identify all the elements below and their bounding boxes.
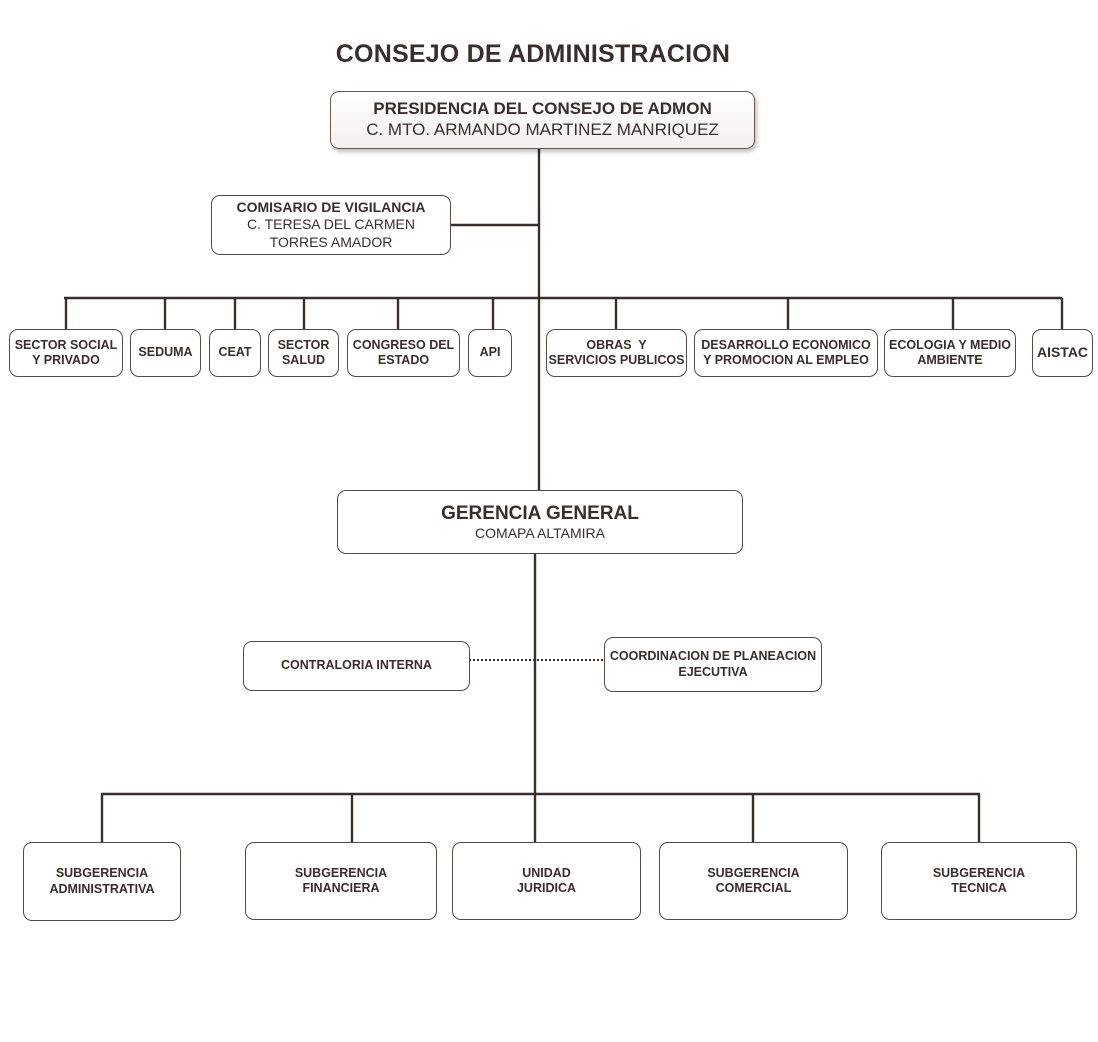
coordinacion-label: COORDINACION DE PLANEACION <box>609 649 817 664</box>
subgerencia-label: FINANCIERA <box>302 881 380 895</box>
member-label: SEDUMA <box>138 345 193 360</box>
member-label: AISTAC <box>1036 344 1089 361</box>
contraloria-interna-box: CONTRALORIA INTERNA <box>243 641 470 691</box>
subgerencia-comercial: SUBGERENCIA COMERCIAL <box>659 842 848 920</box>
member-ecologia: ECOLOGIA Y MEDIO AMBIENTE <box>884 329 1016 377</box>
member-label: SECTOR <box>277 337 330 352</box>
comisario-box: COMISARIO DE VIGILANCIA C. TERESA DEL CA… <box>211 195 451 255</box>
subgerencia-label: SUBGERENCIA <box>932 865 1026 880</box>
comisario-title: COMISARIO DE VIGILANCIA <box>236 199 426 216</box>
contraloria-label: CONTRALORIA INTERNA <box>281 658 432 673</box>
member-label: DESARROLLO ECONOMICO <box>701 337 871 352</box>
presidencia-box: PRESIDENCIA DEL CONSEJO DE ADMON C. MTO.… <box>330 91 755 149</box>
member-label: AMBIENTE <box>917 353 983 367</box>
coordinacion-label: EJECUTIVA <box>678 664 748 679</box>
subgerencia-label: SUBGERENCIA <box>294 865 388 880</box>
comisario-name-line1: C. TERESA DEL CARMEN <box>246 216 416 233</box>
chart-title: CONSEJO DE ADMINISTRACION <box>335 40 731 68</box>
member-label: SALUD <box>281 353 326 367</box>
coordinacion-planeacion-box: COORDINACION DE PLANEACION EJECUTIVA <box>604 637 822 692</box>
subgerencia-label: TECNICA <box>951 881 1007 895</box>
member-label: CEAT <box>218 345 252 360</box>
subgerencia-label: UNIDAD <box>522 865 571 880</box>
subgerencia-label: SUBGERENCIA <box>707 865 800 880</box>
unidad-juridica: UNIDAD JURIDICA <box>452 842 641 920</box>
subgerencia-label: JURIDICA <box>516 881 577 895</box>
presidencia-name: C. MTO. ARMANDO MARTINEZ MANRIQUEZ <box>366 120 719 139</box>
subgerencia-label: SUBGERENCIA <box>55 866 149 881</box>
member-label: ECOLOGIA Y MEDIO <box>889 337 1012 352</box>
member-label: CONGRESO DEL <box>352 337 455 352</box>
member-congreso: CONGRESO DEL ESTADO <box>347 329 460 377</box>
gerencia-general-box: GERENCIA GENERAL COMAPA ALTAMIRA <box>337 490 743 554</box>
member-obras: OBRAS Y SERVICIOS PUBLICOS <box>546 329 687 377</box>
member-label: ESTADO <box>377 353 430 367</box>
member-label: Y PROMOCION AL EMPLEO <box>703 353 869 367</box>
member-label: SERVICIOS PUBLICOS <box>548 353 685 367</box>
comisario-name-line2: TORRES AMADOR <box>269 233 393 250</box>
member-sector-social: SECTOR SOCIAL Y PRIVADO <box>9 329 123 377</box>
member-label: API <box>479 345 501 360</box>
member-aistac: AISTAC <box>1032 329 1093 377</box>
presidencia-title: PRESIDENCIA DEL CONSEJO DE ADMON <box>373 99 712 119</box>
member-ceat: CEAT <box>209 329 261 377</box>
subgerencia-tecnica: SUBGERENCIA TECNICA <box>881 842 1077 920</box>
member-sector-salud: SECTOR SALUD <box>268 329 339 377</box>
member-desarrollo: DESARROLLO ECONOMICO Y PROMOCION AL EMPL… <box>694 329 878 377</box>
member-label: OBRAS Y <box>586 337 647 352</box>
subgerencia-label: ADMINISTRATIVA <box>49 881 155 896</box>
subgerencia-label: COMERCIAL <box>715 881 792 895</box>
member-api: API <box>468 329 512 377</box>
member-label: Y PRIVADO <box>32 353 100 367</box>
gerencia-title: GERENCIA GENERAL <box>441 502 639 524</box>
member-label: SECTOR SOCIAL <box>14 337 118 352</box>
subgerencia-financiera: SUBGERENCIA FINANCIERA <box>245 842 437 920</box>
member-seduma: SEDUMA <box>130 329 201 377</box>
gerencia-subtitle: COMAPA ALTAMIRA <box>475 525 605 542</box>
subgerencia-administrativa: SUBGERENCIA ADMINISTRATIVA <box>23 842 181 921</box>
